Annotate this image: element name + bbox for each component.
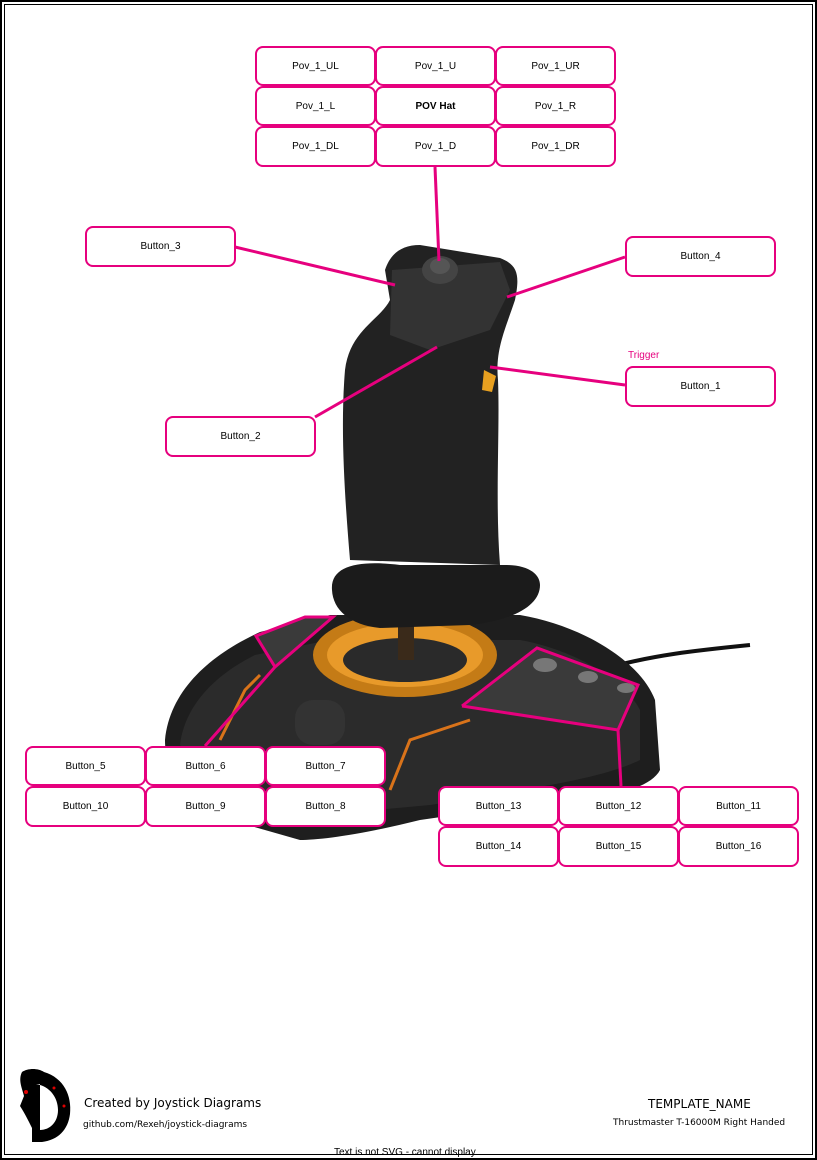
button-16-box: Button_16 <box>678 826 799 867</box>
joystick-diagrams-logo-icon <box>20 1069 71 1142</box>
button-12-box: Button_12 <box>558 786 679 826</box>
device-name: Thrustmaster T-16000M Right Handed <box>613 1118 786 1128</box>
button-13-box: Button_13 <box>438 786 559 826</box>
button-2-box: Button_2 <box>165 416 316 457</box>
pov-l-box: Pov_1_L <box>255 86 376 126</box>
button-3-box: Button_3 <box>85 226 236 267</box>
pov-dr-box: Pov_1_DR <box>495 126 616 167</box>
pov-ur-box: Pov_1_UR <box>495 46 616 86</box>
button-5-box: Button_5 <box>25 746 146 786</box>
template-name: TEMPLATE_NAME <box>648 1097 751 1111</box>
button-11-box: Button_11 <box>678 786 799 826</box>
button-14-box: Button_14 <box>438 826 559 867</box>
button-4-box: Button_4 <box>625 236 776 277</box>
not-svg-notice: Text is not SVG - cannot display <box>334 1147 476 1158</box>
credit-text: Created by Joystick Diagrams <box>84 1096 262 1110</box>
trigger-label: Trigger <box>628 350 660 361</box>
pov-hat-title: POV Hat <box>375 86 496 126</box>
button-1-box: Button_1 <box>625 366 776 407</box>
pov-u-box: Pov_1_U <box>375 46 496 86</box>
button-15-box: Button_15 <box>558 826 679 867</box>
pov-r-box: Pov_1_R <box>495 86 616 126</box>
button-8-box: Button_8 <box>265 786 386 827</box>
button-9-box: Button_9 <box>145 786 266 827</box>
repo-link[interactable]: github.com/Rexeh/joystick-diagrams <box>83 1120 248 1130</box>
button-10-box: Button_10 <box>25 786 146 827</box>
button-7-box: Button_7 <box>265 746 386 786</box>
pov-ul-box: Pov_1_UL <box>255 46 376 86</box>
page-border-inner <box>4 4 813 1155</box>
pov-dl-box: Pov_1_DL <box>255 126 376 167</box>
button-6-box: Button_6 <box>145 746 266 786</box>
pov-d-box: Pov_1_D <box>375 126 496 167</box>
